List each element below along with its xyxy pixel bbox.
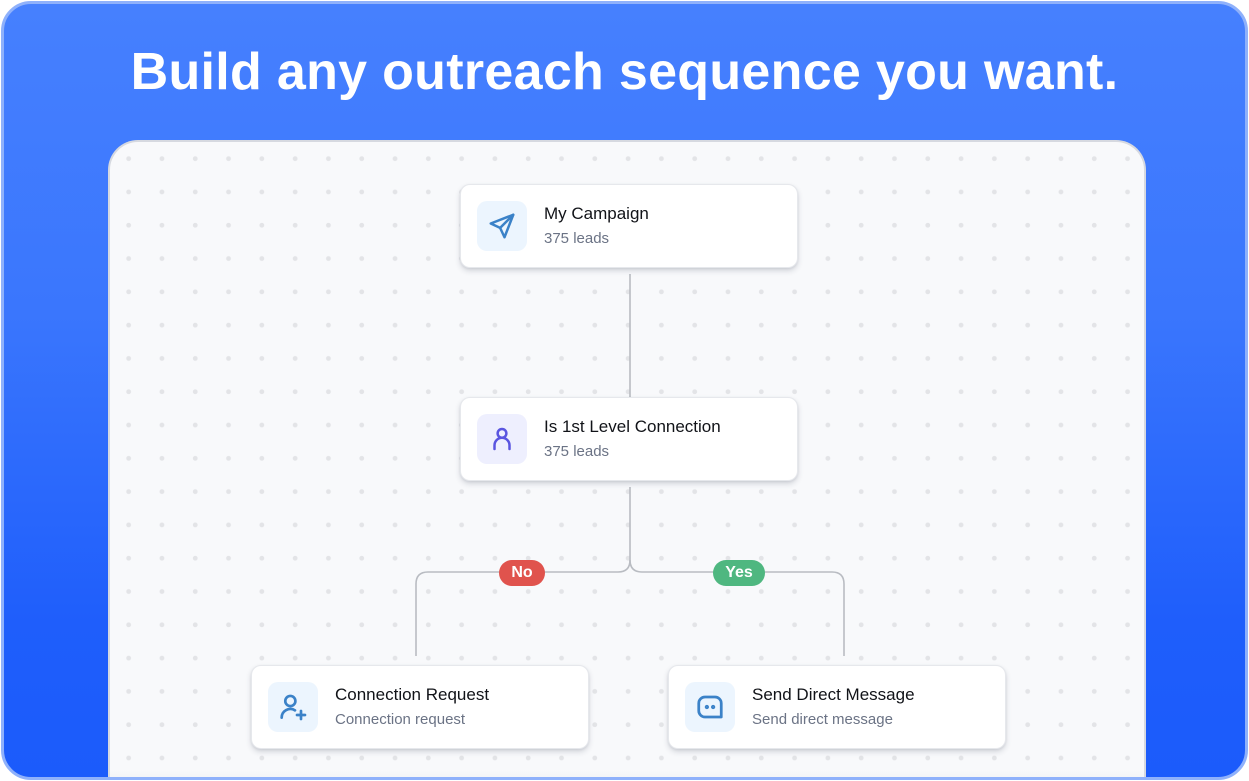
node-my-campaign[interactable]: My Campaign 375 leads — [460, 184, 798, 268]
node-connection-request[interactable]: Connection Request Connection request — [251, 665, 589, 749]
yes-branch-connector — [629, 559, 845, 656]
node-subtitle: 375 leads — [544, 230, 610, 247]
node-subtitle: 375 leads — [544, 443, 610, 460]
chat-bubble-icon — [685, 682, 735, 732]
node-subtitle: Connection request — [335, 711, 466, 728]
node-title: Connection Request — [335, 685, 490, 704]
node-subtitle: Send direct message — [752, 711, 893, 728]
node-is-1st-level-connection[interactable]: Is 1st Level Connection 375 leads — [460, 397, 798, 481]
node-send-direct-message[interactable]: Send Direct Message Send direct message — [668, 665, 1006, 749]
node-title: Send Direct Message — [752, 685, 915, 704]
no-branch-badge[interactable]: No — [499, 560, 545, 586]
node-title: Is 1st Level Connection — [544, 417, 721, 436]
headline: Build any outreach sequence you want. — [130, 43, 1119, 101]
paper-plane-icon — [477, 201, 527, 251]
canvas-bottom-fade — [110, 770, 1144, 777]
yes-branch-badge[interactable]: Yes — [713, 560, 765, 586]
user-icon — [477, 414, 527, 464]
user-plus-icon — [268, 682, 318, 732]
node-title: My Campaign — [544, 204, 649, 223]
sequence-builder-canvas[interactable]: My Campaign 375 leads Is 1st Level Conne… — [108, 140, 1146, 777]
